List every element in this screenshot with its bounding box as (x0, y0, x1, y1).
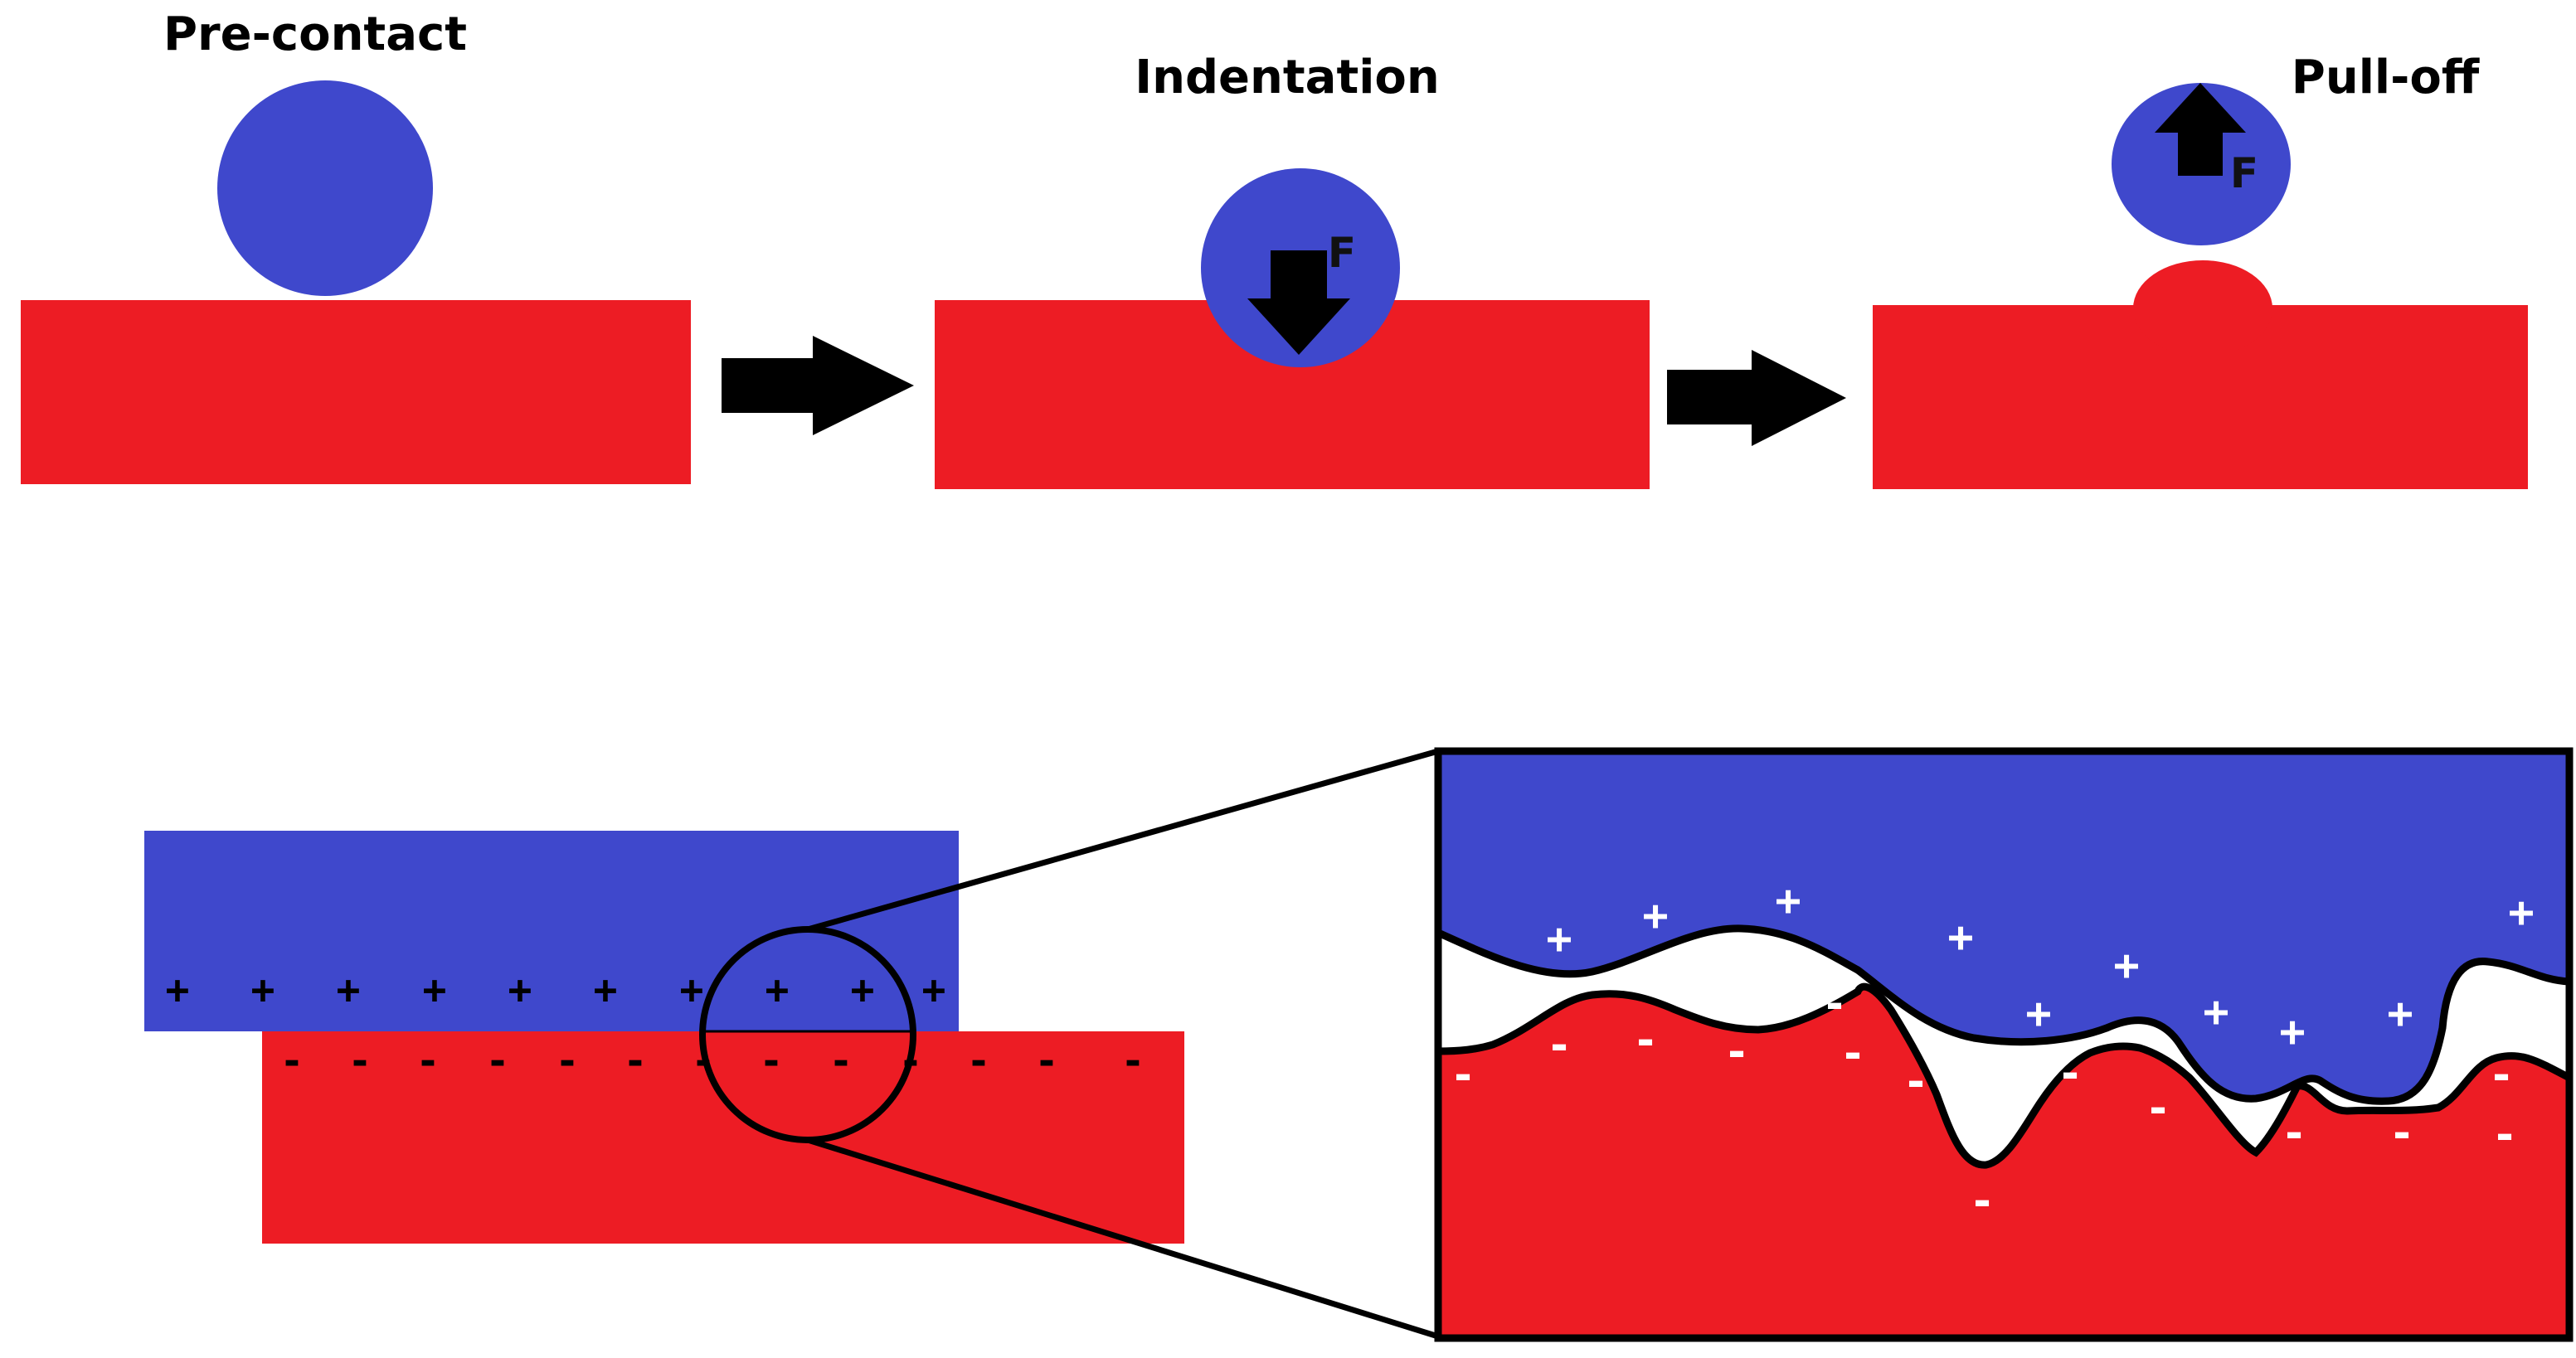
negative-charge: - (2491, 1110, 2517, 1160)
substrate-block-pre-contact (21, 300, 691, 484)
negative-charge: - (1121, 1038, 1145, 1084)
positive-charge: + (1642, 891, 1668, 941)
stage-label-pre-contact: Pre-contact (163, 7, 467, 61)
positive-charge: + (1546, 914, 1572, 964)
negative-charge: - (624, 1038, 648, 1084)
positive-charge: + (1775, 876, 1801, 926)
stage-label-pull-off: Pull-off (2292, 51, 2480, 104)
up-force-arrow-icon (2155, 83, 2246, 176)
positive-charge: + (166, 967, 190, 1013)
upper-surface-outline (1436, 924, 2570, 1105)
negative-charge: - (760, 1038, 784, 1084)
negative-charge: - (2488, 1050, 2514, 1100)
positive-charge-row: + + + + + + + + + + (166, 967, 946, 1013)
magnified-positive-charges: + + + + + + + + + + (1546, 876, 2534, 1057)
magnified-panel-frame (1434, 747, 2574, 1342)
negative-charge: - (2145, 1084, 2170, 1133)
positive-charge: + (423, 967, 447, 1013)
sphere-pre-contact (217, 80, 433, 296)
positive-charge: + (251, 967, 275, 1013)
stage-pre-contact: Pre-contact (21, 7, 691, 484)
contact-interface: + + + + + + + + + + - - - - - - - - - - … (144, 831, 1184, 1244)
negative-charge: - (1450, 1050, 1475, 1100)
negative-charge: - (1632, 1016, 1658, 1065)
stage-pull-off: Pull-off F (1873, 51, 2528, 489)
positive-charge: + (922, 967, 946, 1013)
negative-charge: - (1546, 1021, 1572, 1070)
positive-charge: + (2203, 987, 2228, 1037)
negative-charge: - (280, 1038, 304, 1084)
negative-charge: - (1723, 1027, 1749, 1077)
negative-charge: - (2389, 1108, 2414, 1158)
positive-charge: + (2025, 989, 2051, 1039)
force-label-pull-off: F (2230, 149, 2258, 197)
positive-charge: + (337, 967, 361, 1013)
positive-charge: + (766, 967, 790, 1013)
down-force-arrow-icon (1247, 250, 1350, 355)
negative-charge: - (486, 1038, 510, 1084)
magnified-upper-material (1438, 749, 2569, 1102)
stage-label-indentation: Indentation (1135, 51, 1440, 104)
negative-charge: - (1903, 1057, 1928, 1107)
process-arrow-2 (1667, 350, 1846, 446)
lower-surface-outline (1437, 982, 2572, 1169)
positive-charge: + (2279, 1007, 2305, 1057)
zoom-projection-line-bottom (806, 1137, 1440, 1340)
negative-charge: - (2057, 1049, 2083, 1099)
negative-charge: - (556, 1038, 580, 1084)
positive-charge: + (680, 967, 704, 1013)
negative-charge: - (2281, 1108, 2306, 1158)
positive-charge: + (2387, 989, 2413, 1039)
force-label-indentation: F (1328, 229, 1356, 277)
magnified-negative-charges: - - - - - - - - - - - - - - (1450, 979, 2517, 1226)
process-arrow-1 (722, 336, 914, 435)
positive-charge: + (2508, 888, 2534, 938)
positive-charge: + (851, 967, 875, 1013)
negative-charge: - (967, 1038, 991, 1084)
substrate-bump-pull-off (2133, 260, 2272, 356)
negative-charge: - (1969, 1176, 1995, 1226)
magnified-contact-view: + + + + + + + + + + - - - - - - - - - - … (1434, 747, 2574, 1342)
positive-charge: + (594, 967, 618, 1013)
negative-charge: - (1035, 1038, 1059, 1084)
stage-indentation: Indentation F (935, 51, 1650, 489)
positive-charge: + (1947, 913, 1973, 963)
negative-charge: - (416, 1038, 440, 1084)
positive-charge: + (508, 967, 532, 1013)
positive-charge: + (2113, 941, 2139, 991)
negative-charge: - (348, 1038, 372, 1084)
zoom-projection-line-top (807, 748, 1439, 933)
negative-charge: - (829, 1038, 853, 1084)
negative-charge: - (1821, 979, 1847, 1029)
negative-charge: - (1840, 1029, 1865, 1079)
